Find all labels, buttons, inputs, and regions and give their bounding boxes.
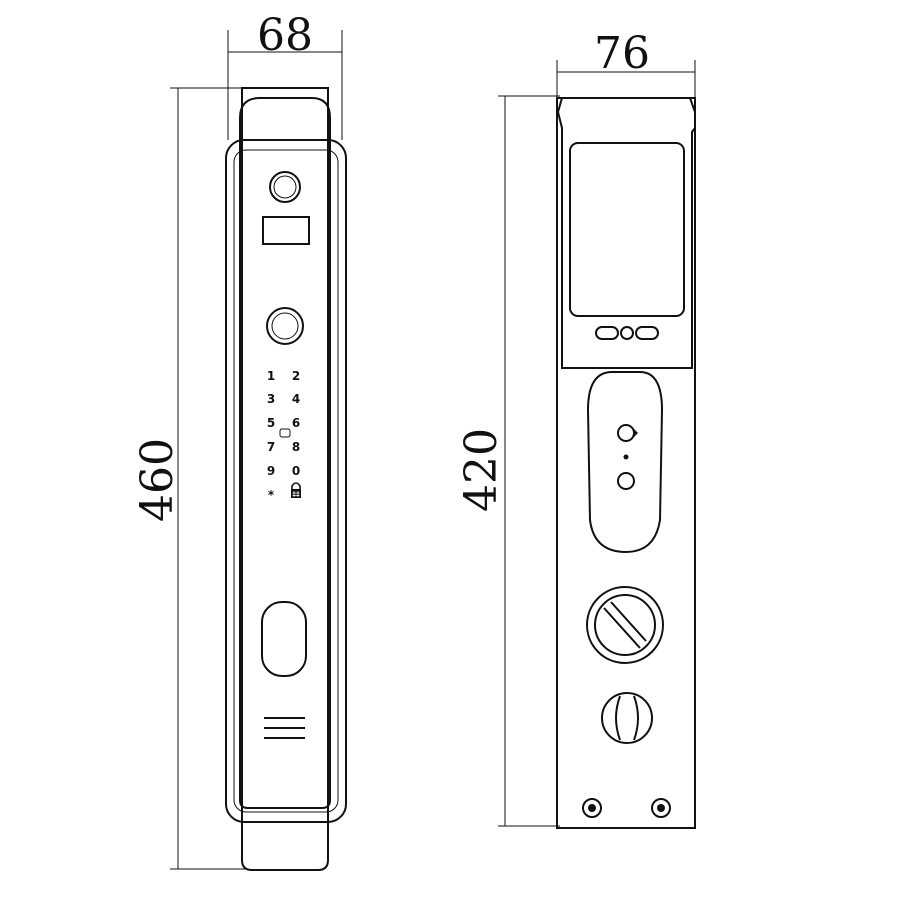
screw-right bbox=[651, 798, 671, 818]
fingerprint-sensor-icon bbox=[266, 307, 304, 345]
right-height-dimension: 420 bbox=[456, 95, 560, 827]
key-1[interactable]: 1 bbox=[267, 369, 275, 383]
key-7[interactable]: 7 bbox=[267, 440, 275, 454]
lock-icon bbox=[617, 424, 635, 442]
screw-left bbox=[582, 798, 602, 818]
handle bbox=[586, 371, 664, 554]
key-2[interactable]: 2 bbox=[292, 369, 300, 383]
padlock-hash-icon[interactable] bbox=[291, 482, 301, 498]
key-6[interactable]: 6 bbox=[292, 416, 300, 430]
right-width-label: 76 bbox=[594, 28, 650, 79]
right-height-label: 420 bbox=[456, 428, 507, 512]
left-width-dimension: 68 bbox=[227, 10, 343, 140]
keyhole-cover bbox=[261, 601, 307, 677]
unlock-icon bbox=[617, 472, 635, 490]
button-right bbox=[635, 326, 659, 340]
sensor-window bbox=[262, 216, 310, 245]
rear-lock-body bbox=[556, 97, 696, 829]
secondary-knob bbox=[601, 692, 653, 744]
key-8[interactable]: 8 bbox=[292, 440, 300, 454]
left-height-dimension: 460 bbox=[132, 87, 245, 870]
left-width-label: 68 bbox=[257, 10, 313, 61]
key-0[interactable]: 0 bbox=[292, 464, 300, 478]
left-height-label: 460 bbox=[132, 438, 183, 522]
key-9[interactable]: 9 bbox=[267, 464, 275, 478]
key-star[interactable]: * bbox=[268, 488, 275, 502]
key-3[interactable]: 3 bbox=[267, 392, 275, 406]
button-center bbox=[620, 326, 634, 340]
key-4[interactable]: 4 bbox=[292, 392, 300, 406]
display-screen bbox=[569, 142, 685, 317]
keypad: 1 2 3 4 5 6 7 8 9 0 * bbox=[267, 369, 301, 502]
button-left bbox=[595, 326, 619, 340]
thumb-turn-knob bbox=[586, 586, 664, 664]
right-width-dimension: 76 bbox=[556, 28, 696, 98]
front-lock-body bbox=[225, 87, 347, 871]
camera-icon bbox=[269, 171, 301, 203]
key-5[interactable]: 5 bbox=[267, 416, 275, 430]
